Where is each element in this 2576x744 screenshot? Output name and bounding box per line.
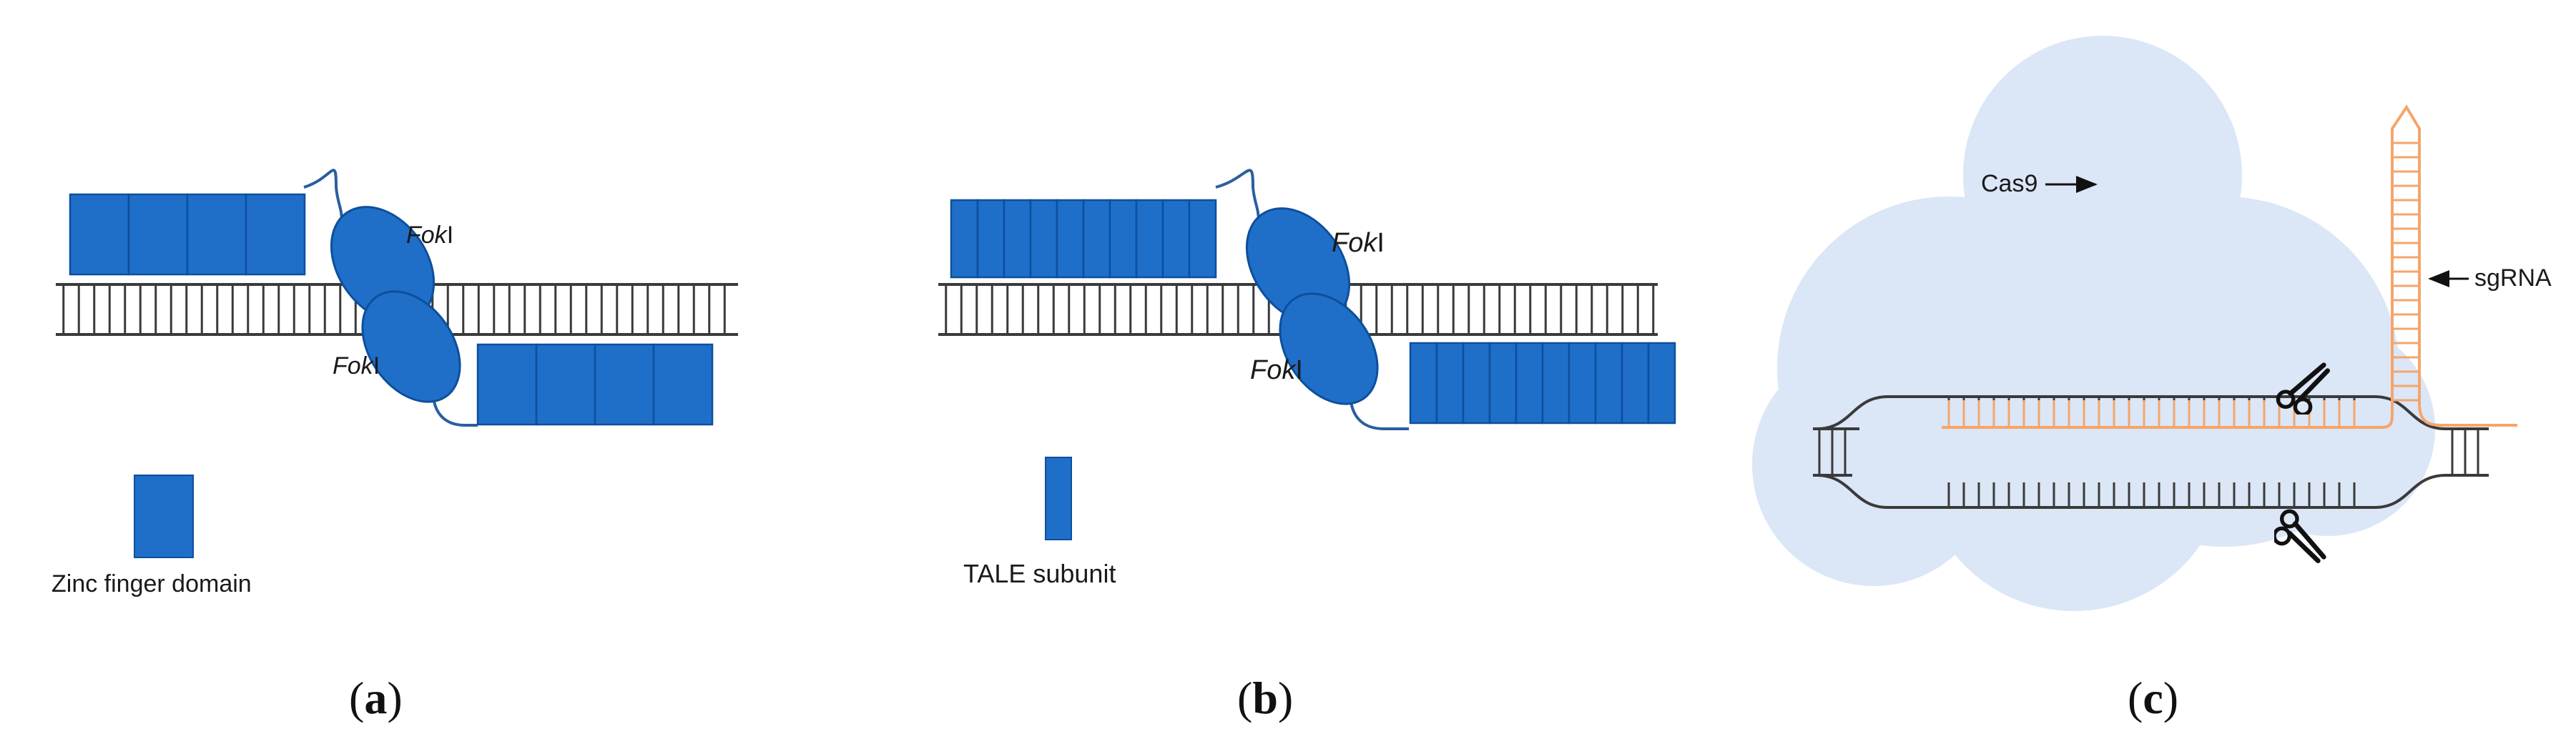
dna-nontarget-strand	[1816, 474, 2447, 509]
sgrna	[1942, 104, 2517, 429]
tale-subunit	[1029, 199, 1058, 279]
tale-subunit	[1647, 342, 1676, 425]
tale-subunit	[1188, 199, 1217, 279]
caption-c: (c)	[2128, 673, 2178, 723]
zinc-finger-array-bottom	[476, 343, 714, 426]
zinc-finger-domain	[535, 343, 596, 426]
linker-top	[303, 169, 343, 222]
tale-subunit	[1488, 342, 1518, 425]
zinc-finger-domain	[245, 193, 306, 276]
zinc-finger-domain	[69, 193, 130, 276]
foki-domain-bottom	[361, 290, 461, 403]
zinc-finger-legend-label: Zinc finger domain	[51, 570, 252, 597]
tale-subunit	[1003, 199, 1032, 279]
foki-domain-bottom	[1279, 292, 1379, 405]
tale-subunit	[950, 199, 979, 279]
zinc-finger-domain	[186, 193, 247, 276]
foki-label-top: FokI	[406, 222, 453, 249]
linker-top	[1215, 169, 1260, 222]
zinc-finger-domain	[594, 343, 655, 426]
tale-subunit	[1135, 199, 1164, 279]
cas9-protein	[1752, 36, 2435, 611]
tale-subunit	[1435, 342, 1465, 425]
panel-a: FokI FokI Zinc finger domain (a)	[51, 169, 738, 723]
cas9-label: Cas9	[1981, 170, 2037, 197]
tale-subunit	[1108, 199, 1138, 279]
caption-a: (a)	[349, 673, 403, 723]
tale-subunit	[1161, 199, 1191, 279]
tale-subunit	[1621, 342, 1650, 425]
tale-legend-swatch	[1045, 457, 1072, 540]
panel-c: Cas9 sgRNA (c)	[1752, 36, 2552, 723]
tale-subunit	[1515, 342, 1544, 425]
zinc-finger-array-top	[69, 193, 306, 276]
tale-array-bottom	[1409, 342, 1676, 425]
tale-subunit	[1056, 199, 1085, 279]
tale-array-top	[950, 199, 1217, 279]
tale-subunit	[1409, 342, 1438, 425]
tale-legend-label: TALE subunit	[963, 559, 1116, 588]
foki-label-bottom: FokI	[1250, 355, 1303, 385]
caption-b: (b)	[1237, 673, 1293, 723]
panel-b: FokI FokI TALE subunit (b)	[938, 169, 1676, 723]
tale-subunit	[1568, 342, 1597, 425]
tale-subunit	[1541, 342, 1570, 425]
zinc-finger-domain	[476, 343, 538, 426]
zinc-finger-legend-swatch	[134, 475, 194, 558]
foki-label-bottom: FokI	[333, 352, 380, 380]
tale-subunit	[976, 199, 1006, 279]
tale-subunit	[1462, 342, 1491, 425]
zinc-finger-domain	[127, 193, 189, 276]
sgrna-label: sgRNA	[2474, 264, 2552, 292]
foki-label-top: FokI	[1332, 228, 1385, 258]
dna-target-strand	[1816, 395, 2447, 430]
tale-subunit	[1082, 199, 1111, 279]
tale-subunit	[1594, 342, 1623, 425]
zinc-finger-domain	[652, 343, 714, 426]
